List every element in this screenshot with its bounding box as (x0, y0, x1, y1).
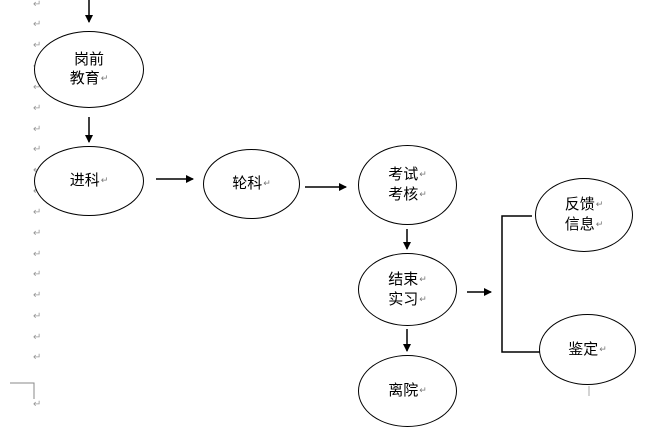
node-examination-line1: 考试 (388, 165, 427, 185)
page-corner-mark (10, 382, 35, 399)
paragraph-mark: ↵ (33, 290, 42, 301)
node-end-internship-line2: 实习 (388, 290, 427, 310)
node-pre-job-education: 岗前 教育 (34, 31, 144, 108)
node-pre-job-education-line2: 教育 (70, 69, 109, 89)
paragraph-mark: ↵ (33, 0, 42, 10)
node-leave-hospital-label: 离院 (388, 381, 427, 401)
node-leave-hospital: 离院 (358, 355, 457, 427)
paragraph-mark: ↵ (33, 249, 42, 260)
paragraph-mark: ↵ (33, 352, 42, 363)
node-enter-department-label: 进科 (70, 171, 109, 191)
node-appraisal: 鉴定 (539, 314, 636, 385)
paragraph-mark: ↵ (33, 228, 42, 239)
node-examination: 考试 考核 (358, 145, 457, 225)
paragraph-mark: ↵ (33, 332, 42, 343)
node-enter-department: 进科 (34, 146, 144, 216)
node-feedback-info: 反馈 信息 (535, 178, 633, 252)
node-pre-job-education-line1: 岗前 (73, 50, 104, 68)
paragraph-mark: ↵ (33, 82, 42, 93)
node-end-internship: 结束 实习 (358, 253, 457, 326)
node-rotation: 轮科 (203, 149, 300, 219)
paragraph-mark: ↵ (33, 40, 42, 51)
paragraph-mark: ↵ (33, 144, 42, 155)
paragraph-mark: ↵ (33, 311, 42, 322)
bracket-connector (501, 215, 540, 353)
node-end-internship-line1: 结束 (388, 270, 427, 290)
paragraph-mark: ↵ (33, 269, 42, 280)
node-feedback-info-line2: 信息 (565, 215, 604, 235)
node-feedback-info-line1: 反馈 (565, 195, 604, 215)
paragraph-mark: ↵ (33, 103, 42, 114)
paragraph-mark: ↵ (33, 124, 42, 135)
paragraph-mark: ↵ (33, 207, 42, 218)
node-rotation-label: 轮科 (232, 174, 271, 194)
node-examination-line2: 考核 (388, 185, 427, 205)
paragraph-mark: ↵ (33, 399, 42, 410)
node-appraisal-label: 鉴定 (568, 340, 607, 360)
paragraph-mark: ↵ (33, 19, 42, 30)
